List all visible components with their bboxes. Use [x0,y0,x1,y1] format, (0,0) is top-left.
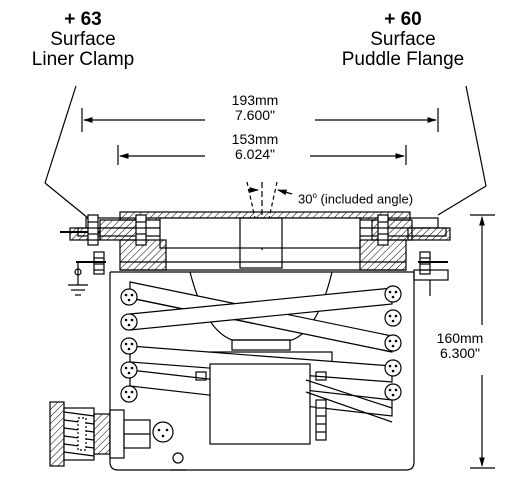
inner-width-mm: 153mm [231,131,279,147]
housing-body [109,271,415,471]
outer-width-mm: 193mm [231,92,279,108]
coil-ends-left [120,288,138,403]
liner-clamp-callout: + 63 Surface Liner Clamp [8,10,158,70]
inner-width-inch: 6.024" [234,145,275,162]
angle-degree: o [312,191,317,200]
liner-clamp-code: + 63 [64,9,102,30]
puddle-flange-line2: Puddle Flange [341,48,465,70]
liner-clamp-line2: Liner Clamp [31,48,135,70]
puddle-flange-callout: + 60 Surface Puddle Flange [318,10,488,70]
puddle-flange-line1: Surface [370,28,436,50]
inner-width-dimension: 153mm 6.024" [210,132,300,161]
angle-note: (included angle) [316,191,414,207]
callout-leaders [44,85,487,219]
puddle-flange-code: + 60 [384,9,422,30]
conduit-fitting [49,401,151,467]
junction-box [195,363,393,445]
height-inch: 6.300" [439,344,480,361]
outer-width-inch: 7.600" [234,106,275,123]
coil-ends-right [384,285,402,401]
clamp-bolts [76,214,448,275]
ground-symbol [68,262,88,296]
height-dimension: 160mm 6.300" [420,331,500,360]
height-mm: 160mm [436,330,484,346]
outer-width-dimension-line [81,108,439,132]
angle-value: 30 [298,191,313,207]
inner-width-dimension-line [117,145,407,165]
top-flange [60,211,451,271]
angle-dimension: 30o (included angle) [298,191,414,207]
side-bracket [413,269,449,296]
height-dimension-line [470,214,495,469]
liner-clamp-line1: Surface [50,28,116,50]
bottom-connector [152,421,186,471]
outer-width-dimension: 193mm 7.600" [210,93,300,122]
